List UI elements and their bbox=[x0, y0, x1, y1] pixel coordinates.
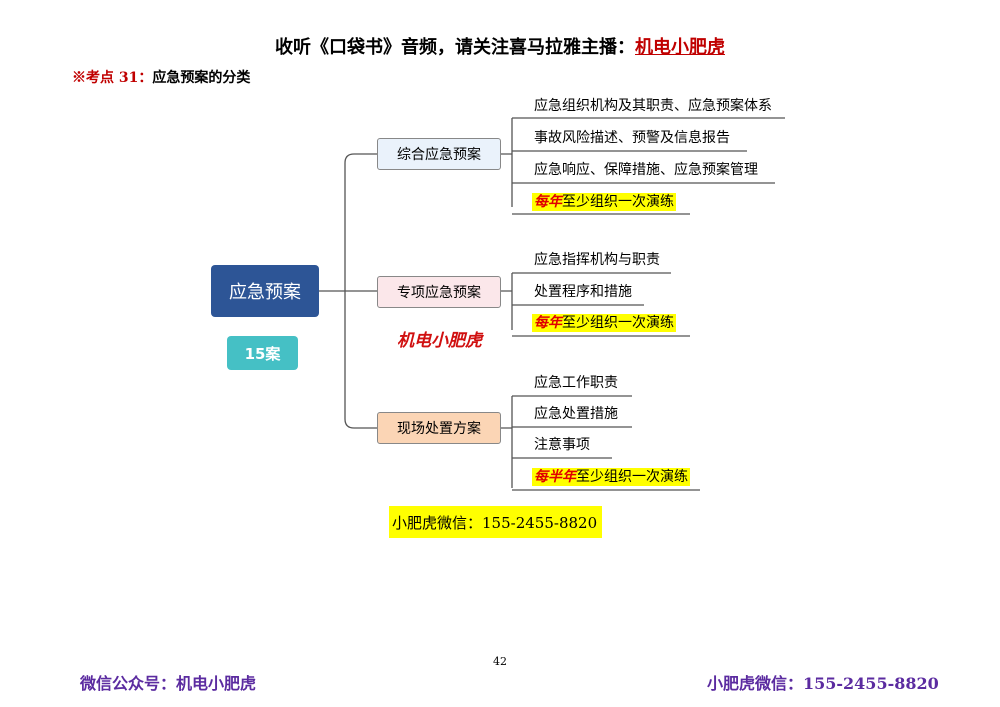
section-title: ※考点 31：应急预案的分类 bbox=[72, 67, 250, 87]
section-title-text: 应急预案的分类 bbox=[152, 70, 251, 86]
leaf-item: 应急工作职责 bbox=[534, 375, 618, 391]
watermark-text: 机电小肥虎 bbox=[397, 331, 482, 351]
header-highlight: 机电小肥虎 bbox=[635, 37, 725, 58]
wechat-contact-box: 小肥虎微信：155-2455-8820 bbox=[389, 506, 602, 538]
footer-official-account: 微信公众号：机电小肥虎 bbox=[80, 674, 257, 693]
case-count-badge: 15案 bbox=[227, 336, 298, 370]
drill-frequency: 每年 bbox=[534, 194, 562, 210]
branch-special-plan: 专项应急预案 bbox=[377, 276, 501, 308]
leaf-item: 应急响应、保障措施、应急预案管理 bbox=[534, 162, 758, 178]
connector-branch-1 bbox=[501, 117, 785, 215]
branch-comprehensive-plan: 综合应急预案 bbox=[377, 138, 501, 170]
footer-wechat: 小肥虎微信：155-2455-8820 bbox=[707, 674, 939, 693]
page-header: 收听《口袋书》音频，请关注喜马拉雅主播：机电小肥虎 bbox=[0, 33, 1000, 59]
leaf-item: 事故风险描述、预警及信息报告 bbox=[534, 130, 730, 146]
section-mark: ※考点 31： bbox=[72, 70, 153, 86]
leaf-item-drill: 每半年至少组织一次演练 bbox=[532, 467, 690, 487]
leaf-item: 应急处置措施 bbox=[534, 406, 618, 422]
drill-text: 至少组织一次演练 bbox=[562, 194, 674, 210]
leaf-item: 处置程序和措施 bbox=[534, 284, 632, 300]
leaf-item: 应急组织机构及其职责、应急预案体系 bbox=[534, 98, 772, 114]
page-number: 42 bbox=[493, 655, 507, 668]
leaf-item: 注意事项 bbox=[534, 437, 590, 453]
leaf-item-drill: 每年至少组织一次演练 bbox=[532, 192, 676, 212]
drill-text: 至少组织一次演练 bbox=[562, 315, 674, 331]
drill-frequency: 每年 bbox=[534, 315, 562, 331]
branch-onsite-plan: 现场处置方案 bbox=[377, 412, 501, 444]
drill-frequency: 每半年 bbox=[534, 469, 576, 485]
connector-branch-3 bbox=[501, 395, 700, 491]
connector-trunk bbox=[344, 153, 377, 429]
header-text: 收听《口袋书》音频，请关注喜马拉雅主播： bbox=[275, 37, 635, 58]
connector-branch-2 bbox=[501, 272, 690, 337]
root-node: 应急预案 bbox=[211, 265, 319, 317]
leaf-item: 应急指挥机构与职责 bbox=[534, 252, 660, 268]
drill-text: 至少组织一次演练 bbox=[576, 469, 688, 485]
leaf-item-drill: 每年至少组织一次演练 bbox=[532, 313, 676, 333]
